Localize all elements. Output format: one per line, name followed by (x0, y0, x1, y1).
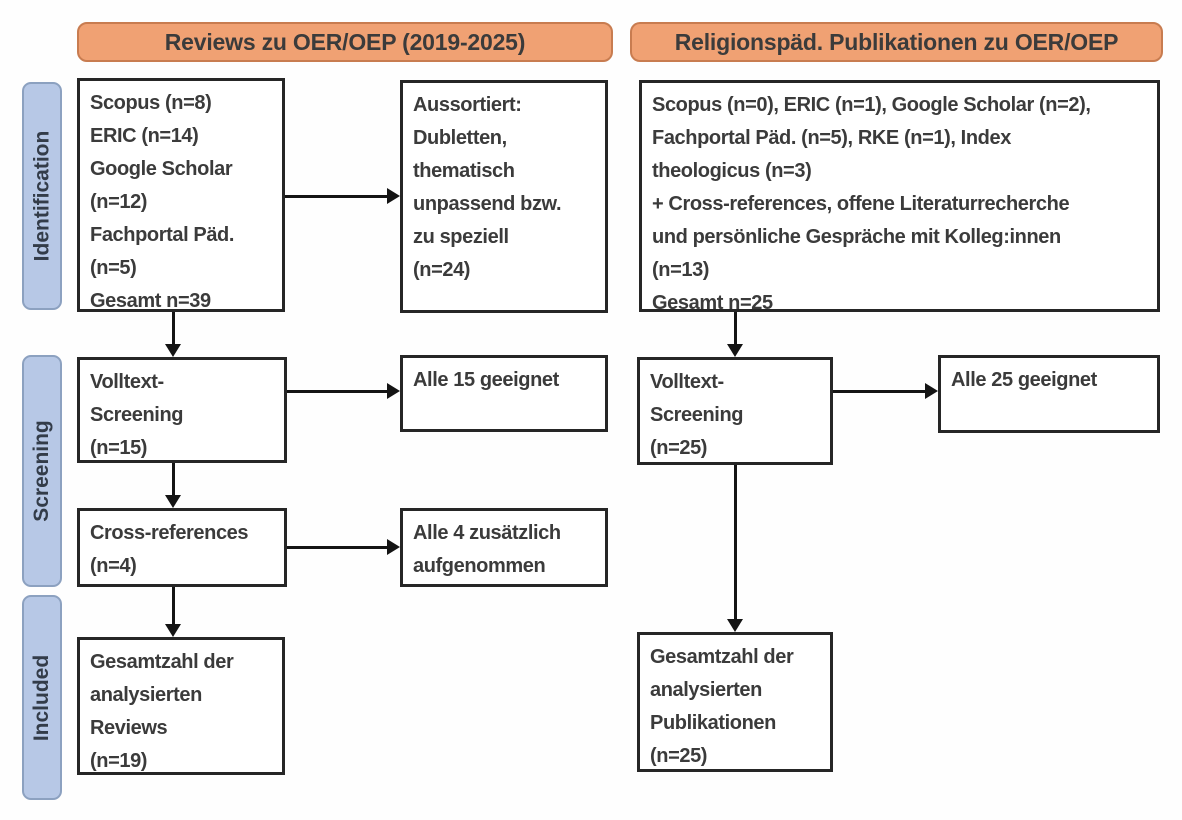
box-reviews-crossref: Cross-references (n=4) (77, 508, 287, 587)
box-relpaed-sources: Scopus (n=0), ERIC (n=1), Google Scholar… (639, 80, 1160, 312)
arrowhead-right-icon (925, 383, 938, 399)
arrowhead-down-icon (727, 619, 743, 632)
box-relpaed-included-total: Gesamtzahl der analysierten Publikatione… (637, 632, 833, 772)
stage-label-included-text: Included (30, 654, 53, 741)
stage-label-identification: Identification (22, 82, 62, 310)
box-relpaed-fulltext-result: Alle 25 geeignet (938, 355, 1160, 433)
box-relpaed-fulltext-screening: Volltext- Screening (n=25) (637, 357, 833, 465)
column-header-reviews-label: Reviews zu OER/OEP (2019-2025) (164, 28, 526, 55)
box-reviews-fulltext-screening: Volltext- Screening (n=15) (77, 357, 287, 463)
arrow-reviews-fulltext-to-crossref (172, 463, 175, 495)
arrowhead-down-icon (165, 344, 181, 357)
arrowhead-down-icon (165, 495, 181, 508)
arrow-relpaed-sources-to-fulltext (734, 312, 737, 345)
stage-label-included: Included (22, 595, 62, 800)
arrow-relpaed-fulltext-to-included (734, 465, 737, 619)
arrowhead-right-icon (387, 188, 400, 204)
arrow-reviews-crossref-to-result (287, 546, 387, 549)
arrow-relpaed-fulltext-to-result (833, 390, 925, 393)
box-reviews-included-total: Gesamtzahl der analysierten Reviews (n=1… (77, 637, 285, 775)
column-header-relpaed-label: Religionspäd. Publikationen zu OER/OEP (674, 28, 1119, 55)
arrowhead-right-icon (387, 539, 400, 555)
box-reviews-fulltext-result: Alle 15 geeignet (400, 355, 608, 432)
arrow-reviews-sources-to-excluded (285, 195, 387, 198)
arrowhead-down-icon (165, 624, 181, 637)
box-reviews-crossref-result: Alle 4 zusätzlich aufgenommen (400, 508, 608, 587)
arrowhead-down-icon (727, 344, 743, 357)
column-header-relpaed: Religionspäd. Publikationen zu OER/OEP (630, 22, 1163, 62)
column-header-reviews: Reviews zu OER/OEP (2019-2025) (77, 22, 613, 62)
stage-label-identification-text: Identification (30, 130, 54, 262)
arrow-reviews-crossref-to-included (172, 587, 175, 624)
arrow-reviews-sources-to-fulltext (172, 312, 175, 345)
arrowhead-right-icon (387, 383, 400, 399)
box-reviews-sources: Scopus (n=8) ERIC (n=14) Google Scholar … (77, 78, 285, 312)
stage-label-screening-text: Screening (30, 420, 54, 522)
stage-label-screening: Screening (22, 355, 62, 587)
arrow-reviews-fulltext-to-result (287, 390, 387, 393)
box-reviews-excluded: Aussortiert: Dubletten, thematisch unpas… (400, 80, 608, 313)
